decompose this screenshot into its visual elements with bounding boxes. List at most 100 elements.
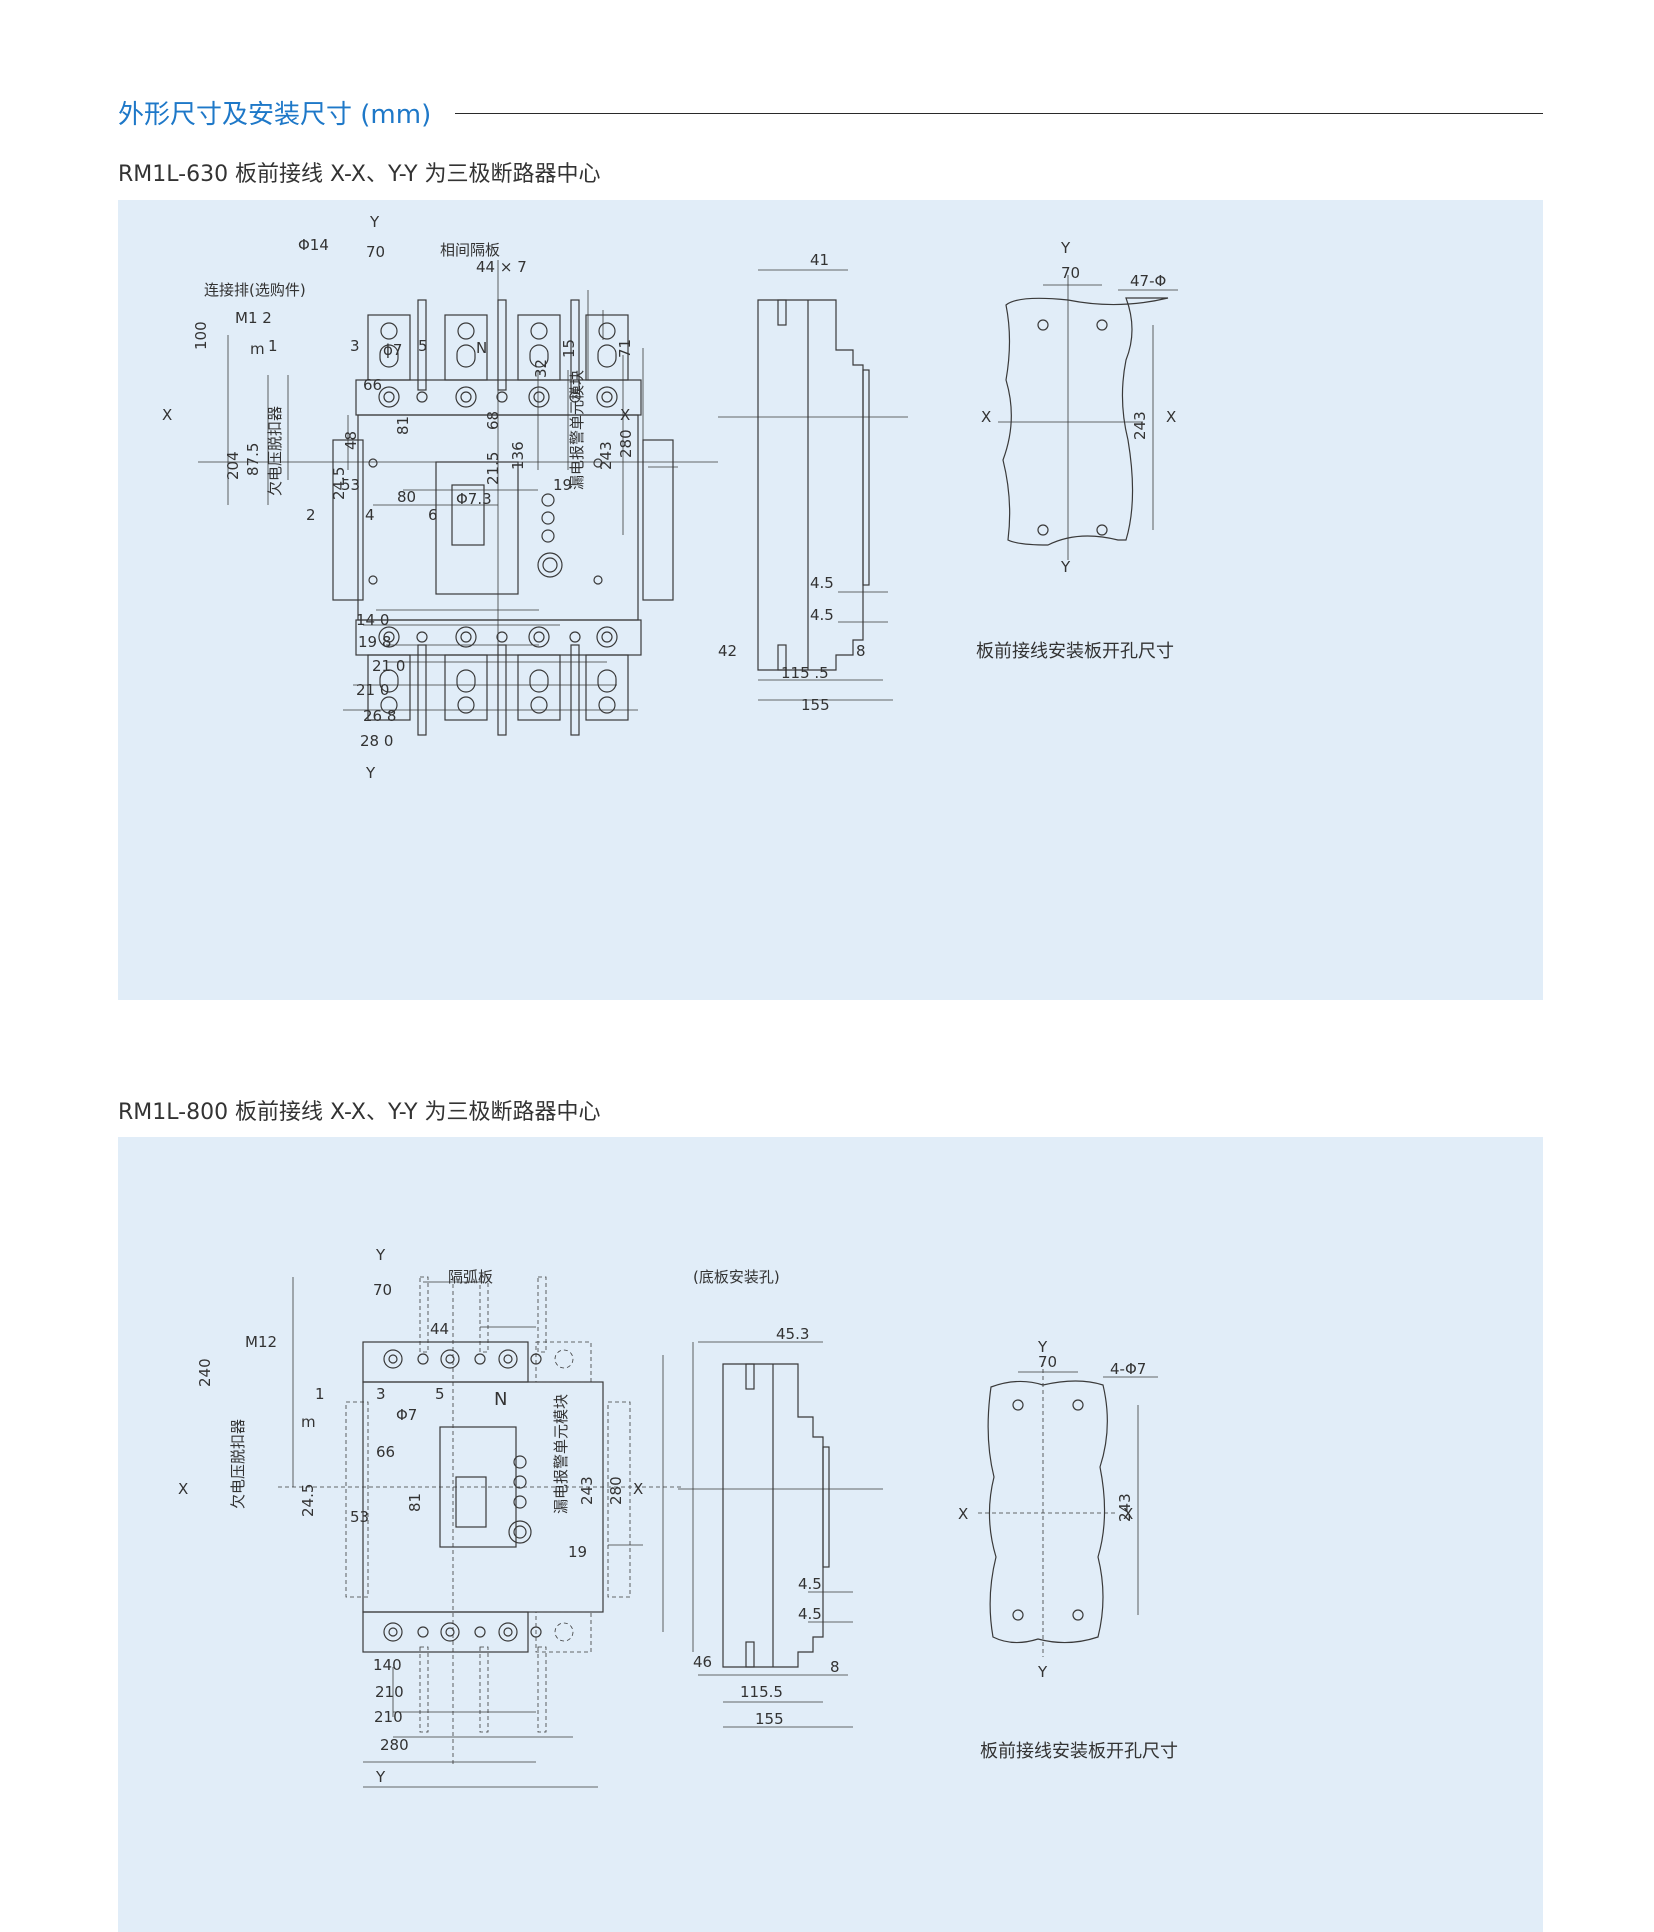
axis-y-bottom: Y xyxy=(365,764,376,782)
section-800-caption: RM1L-800 板前接线 X-X、Y-Y 为三极断路器中心 xyxy=(118,1100,601,1125)
phase-barrier-label: 相间隔板 xyxy=(440,241,500,259)
side-dim-41: 41 xyxy=(810,251,829,269)
hole-axis-x-right: X xyxy=(1166,408,1176,426)
dim-66: 66 xyxy=(376,1443,395,1461)
side-dim-8: 8 xyxy=(830,1658,840,1676)
terminal-3: 3 xyxy=(350,337,360,355)
dim-19: 19 xyxy=(568,1543,587,1561)
axis-y-top: Y xyxy=(375,1246,386,1264)
dim-44: 44 xyxy=(430,1320,449,1338)
hole-dim-243: 243 xyxy=(1131,411,1149,440)
dim-280v: 280 xyxy=(617,429,635,458)
dim-70: 70 xyxy=(366,243,385,261)
undervoltage-release-label: 欠电压脱扣器 xyxy=(229,1419,247,1509)
terminal-5: 5 xyxy=(418,337,428,355)
dim-280v: 280 xyxy=(607,1476,625,1505)
m-label: m xyxy=(301,1413,316,1431)
axis-y-bottom: Y xyxy=(375,1768,386,1786)
side-note-label: (底板安装孔) xyxy=(693,1268,780,1286)
dim-44x7: 44 × 7 xyxy=(476,258,527,276)
connection-bar-label: 连接排(选购件) xyxy=(204,281,306,299)
technical-drawing-630: Φ14 Y 70 相间隔板 44 × 7 连接排(选购件) M1 2 1 3 5… xyxy=(162,213,1178,782)
hole-axis-y-bottom: Y xyxy=(1060,558,1071,576)
dim-19: 19 xyxy=(553,476,572,494)
dim-48: 48 xyxy=(342,431,360,450)
hole-dim-70: 70 xyxy=(1061,264,1080,282)
terminal-5: 5 xyxy=(435,1385,445,1403)
dim-32: 32 xyxy=(532,359,550,378)
drawing-panel-800: Y 70 隔弧板 M12 44 1 3 5 N Φ7 m 66 X X 53 1… xyxy=(118,1137,1543,1932)
side-dim-155: 155 xyxy=(801,696,830,714)
drawing-panel-630: Φ14 Y 70 相间隔板 44 × 7 连接排(选购件) M1 2 1 3 5… xyxy=(118,200,1543,1000)
terminal-1: 1 xyxy=(268,337,278,355)
hole-count-label: 4-Φ7 xyxy=(1110,1360,1146,1378)
undervoltage-release-label: 欠电压脱扣器 xyxy=(266,406,284,496)
dim-81: 81 xyxy=(394,416,412,435)
dim-140: 14 0 xyxy=(356,611,389,629)
dim-24-5: 24.5 xyxy=(299,1484,317,1517)
side-dim-8: 8 xyxy=(856,642,866,660)
hole-caption: 板前接线安装板开孔尺寸 xyxy=(976,641,1174,662)
side-dim-115-5: 115.5 xyxy=(740,1683,783,1701)
phi7-label: Φ7 xyxy=(396,1406,417,1424)
terminal-n: N xyxy=(494,1389,507,1410)
side-dim-115-5: 115 .5 xyxy=(781,664,829,682)
dim-21-5: 21.5 xyxy=(484,452,502,485)
hole-axis-x-left: X xyxy=(981,408,991,426)
terminal-4: 4 xyxy=(365,506,375,524)
side-dim-4-5a: 4.5 xyxy=(798,1575,822,1593)
dim-240: 240 xyxy=(196,1358,214,1387)
phi73-label: Φ7.3 xyxy=(456,490,492,508)
terminal-6: 6 xyxy=(428,506,438,524)
arc-barrier-label: 隔弧板 xyxy=(448,1268,493,1286)
terminal-n: N xyxy=(476,339,487,357)
dim-100: 100 xyxy=(192,321,210,350)
dim-87-5: 87.5 xyxy=(244,443,262,476)
hole-dim-70: 70 xyxy=(1038,1353,1057,1371)
hole-axis-x-left: X xyxy=(958,1505,968,1523)
dim-53: 53 xyxy=(350,1508,369,1526)
dim-53: 53 xyxy=(341,476,360,494)
dim-68: 68 xyxy=(484,411,502,430)
dim-210a: 210 xyxy=(375,1683,404,1701)
terminal-1: 1 xyxy=(315,1385,325,1403)
dim-140: 140 xyxy=(373,1656,402,1674)
dim-210a: 21 0 xyxy=(372,657,405,675)
leakage-alarm-module-label: 漏电报警单元模块 xyxy=(552,1394,570,1514)
section-630-caption: RM1L-630 板前接线 X-X、Y-Y 为三极断路器中心 xyxy=(118,162,601,187)
dim-243: 243 xyxy=(578,1476,596,1505)
dim-136: 136 xyxy=(509,441,527,470)
axis-y-top: Y xyxy=(369,213,380,231)
dim-71: 71 xyxy=(616,339,634,358)
side-dim-42: 42 xyxy=(718,642,737,660)
dim-81: 81 xyxy=(406,1493,424,1512)
m-label: m xyxy=(250,340,265,358)
dim-280h: 280 xyxy=(380,1736,409,1754)
phi14-label: Φ14 xyxy=(298,236,329,254)
side-dim-46: 46 xyxy=(693,1653,712,1671)
side-dim-4-5b: 4.5 xyxy=(810,606,834,624)
title-rule xyxy=(455,113,1543,114)
technical-drawing-800: Y 70 隔弧板 M12 44 1 3 5 N Φ7 m 66 X X 53 1… xyxy=(178,1246,1178,1788)
dim-24-5: 24.5 xyxy=(330,467,348,500)
hole-axis-y-bottom: Y xyxy=(1037,1663,1048,1681)
axis-x-right: X xyxy=(633,1480,643,1498)
dim-243: 243 xyxy=(597,441,615,470)
terminal-2: 2 xyxy=(306,506,316,524)
dim-210b: 21 0 xyxy=(356,681,389,699)
side-dim-4-5a: 4.5 xyxy=(810,574,834,592)
dim-15: 15 xyxy=(560,339,578,358)
dim-198: 19 8 xyxy=(358,633,391,651)
hole-axis-x-right: X xyxy=(1123,1505,1133,1523)
page-title: 外形尺寸及安装尺寸 (mm) xyxy=(118,100,432,130)
axis-x-right: X xyxy=(620,406,630,424)
m12-label: M1 2 xyxy=(235,309,272,327)
axis-x-left: X xyxy=(162,406,172,424)
hole-dim-243: 243 xyxy=(1116,1493,1134,1522)
hole-axis-y-top: Y xyxy=(1060,239,1071,257)
m12-label: M12 xyxy=(245,1333,277,1351)
dim-268: 26 8 xyxy=(363,707,396,725)
side-dim-4-5b: 4.5 xyxy=(798,1605,822,1623)
hole-caption: 板前接线安装板开孔尺寸 xyxy=(980,1741,1178,1762)
dim-210b: 210 xyxy=(374,1708,403,1726)
